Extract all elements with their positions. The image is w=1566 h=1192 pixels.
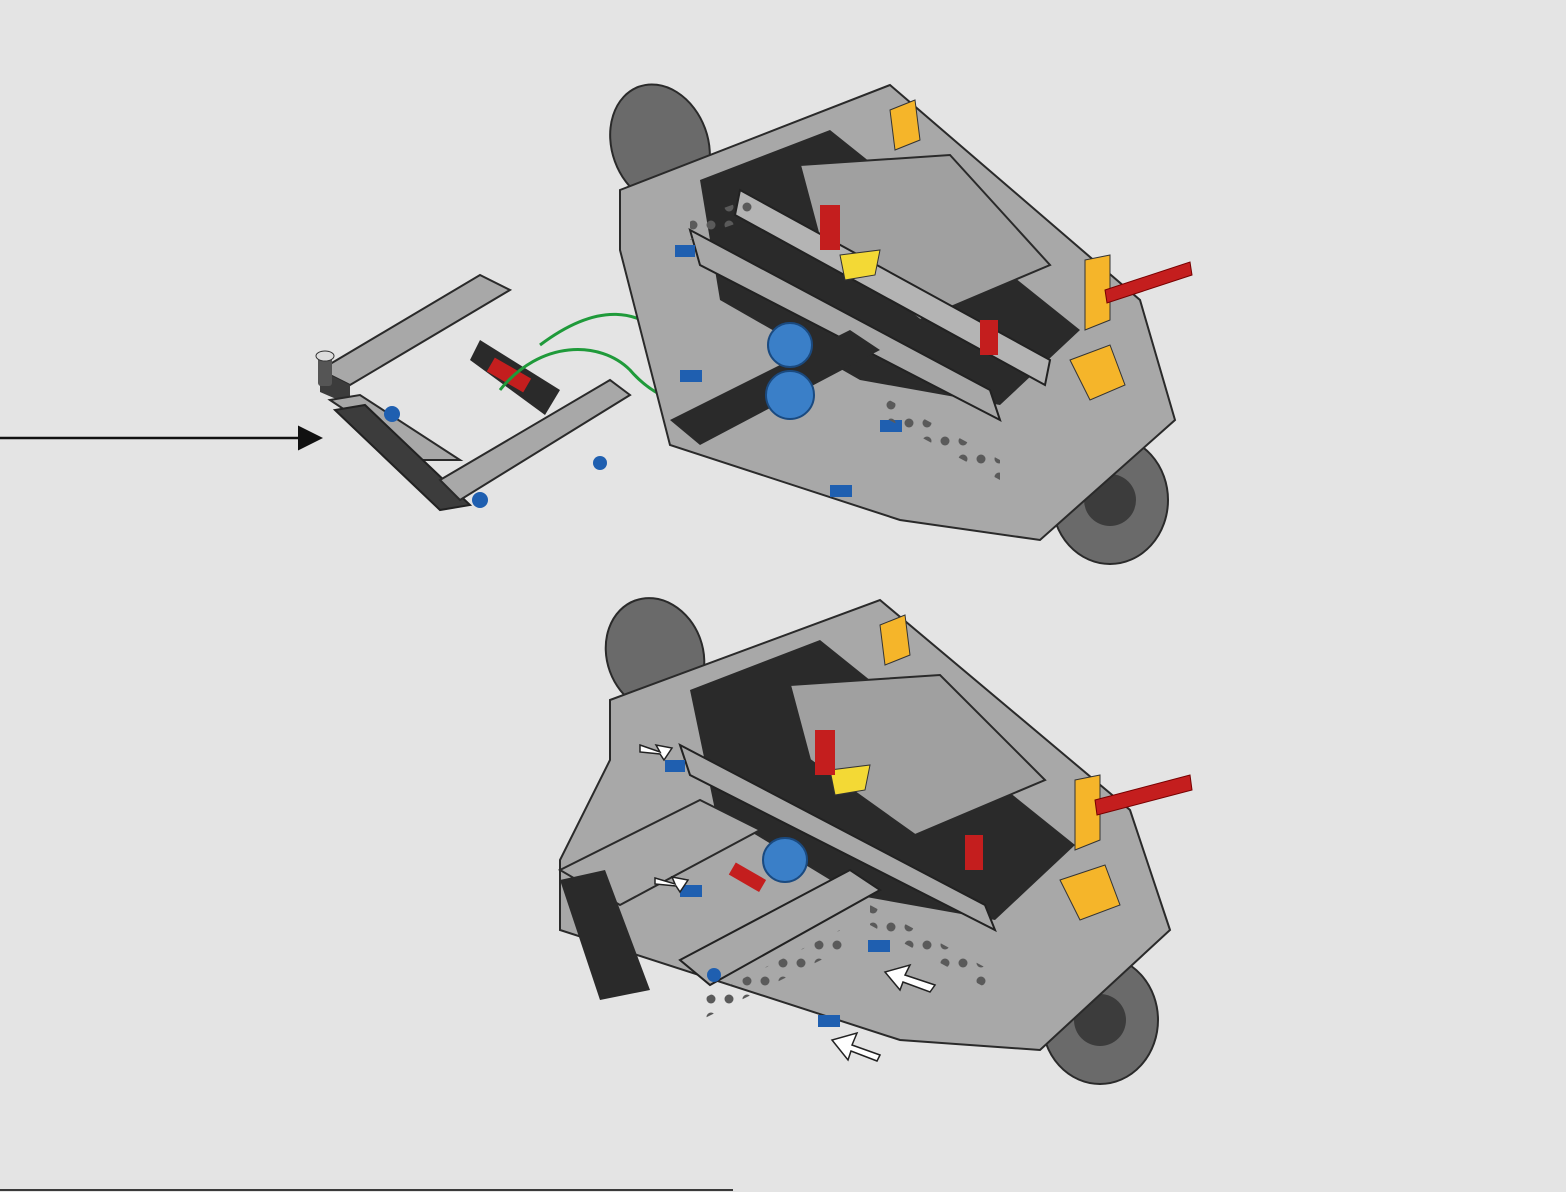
chassis-assembly-result-icon [560, 584, 1192, 1084]
step-2-illustration [560, 584, 1192, 1084]
beam-frame-subassembly-icon [316, 275, 630, 510]
chassis-assembly-icon [594, 70, 1192, 564]
step-1-illustration [0, 70, 1192, 564]
page-edge-line [0, 1189, 733, 1191]
